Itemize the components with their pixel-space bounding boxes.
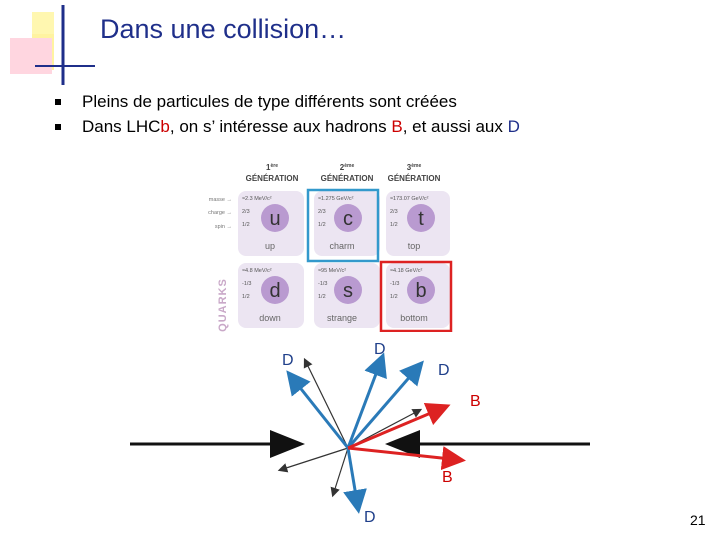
quarks-side-label: QUARKS [217,278,229,332]
row-label-charge: charge → [208,210,232,216]
quark-card-bottom: ≈4.18 GeV/c² -1/3 1/2 b bottom [386,263,450,328]
svg-text:1/2: 1/2 [390,294,398,300]
incoming-beam-left [130,430,305,458]
bullet-text-segment: , et aussi aux [403,117,508,136]
svg-text:2/3: 2/3 [318,209,326,215]
generation-label: GÉNÉRATION [246,174,299,183]
quark-table: 1ère GÉNÉRATION 2ème GÉNÉRATION 3ème GÉN… [208,160,458,332]
svg-text:b: b [415,280,426,302]
svg-text:1/2: 1/2 [318,222,326,228]
svg-text:s: s [343,280,353,302]
svg-text:t: t [418,208,424,230]
bullet-highlight-b: b [160,117,169,136]
bullet-text-segment: Dans LHC [82,117,160,136]
generation-number: 1ère [266,163,278,172]
b-meson-arrows [348,407,460,460]
corner-decoration [0,0,100,90]
svg-text:c: c [343,208,353,230]
page-number: 21 [690,512,706,528]
label-d-top-mid: D [374,341,386,358]
slide-title: Dans une collision… [100,14,346,45]
generation-number: 2ème [340,163,355,172]
svg-text:u: u [269,208,280,230]
svg-text:1/2: 1/2 [390,222,398,228]
generation-label: GÉNÉRATION [388,174,441,183]
label-d-top-left: D [282,352,294,369]
quark-card-charm: ≈1.275 GeV/c² 2/3 1/2 c charm [314,191,380,256]
svg-text:up: up [265,241,275,251]
row-label-spin: spin → [215,224,232,230]
svg-text:-1/3: -1/3 [242,281,251,287]
svg-text:≈4.18 GeV/c²: ≈4.18 GeV/c² [390,268,423,274]
bullet-highlight-B: B [391,117,402,136]
svg-text:≈4.8 MeV/c²: ≈4.8 MeV/c² [242,268,272,274]
quark-card-down: ≈4.8 MeV/c² -1/3 1/2 d down [238,263,304,328]
svg-text:1/2: 1/2 [318,294,326,300]
label-d-bottom: D [364,509,376,526]
svg-text:≈95 MeV/c²: ≈95 MeV/c² [318,268,346,274]
row-label-mass: masse → [209,197,232,203]
svg-text:top: top [408,241,421,251]
svg-text:d: d [269,280,280,302]
svg-text:-1/3: -1/3 [318,281,327,287]
quark-card-top: ≈173.07 GeV/c² 2/3 1/2 t top [386,191,450,256]
quark-card-up: ≈2.3 MeV/c² 2/3 1/2 u up [238,191,304,256]
svg-text:charm: charm [329,241,354,251]
bullet-square-icon [55,99,61,105]
label-d-top-right: D [438,362,450,379]
svg-text:≈173.07 GeV/c²: ≈173.07 GeV/c² [390,196,429,202]
generation-number: 3ème [407,163,422,172]
svg-text:down: down [259,313,281,323]
bullet-text-segment: Pleins de particules de type différents … [82,92,457,111]
svg-text:1/2: 1/2 [242,294,250,300]
label-b-right: B [470,393,481,410]
svg-text:2/3: 2/3 [242,209,250,215]
d-meson-arrows [290,358,420,508]
svg-text:strange: strange [327,313,357,323]
svg-text:≈1.275 GeV/c²: ≈1.275 GeV/c² [318,196,354,202]
bullet-highlight-D: D [508,117,520,136]
collision-diagram: D D D B B D [120,330,600,540]
svg-text:-1/3: -1/3 [390,281,399,287]
generation-label: GÉNÉRATION [321,174,374,183]
label-b-lower: B [442,469,453,486]
svg-text:2/3: 2/3 [390,209,398,215]
bullet-text-segment: , on s’ intéresse aux hadrons [170,117,391,136]
bullet-square-icon [55,124,61,130]
bullet-text: Dans LHCb, on s’ intéresse aux hadrons B… [82,117,520,137]
bullet-text: Pleins de particules de type différents … [82,92,457,112]
svg-text:1/2: 1/2 [242,222,250,228]
svg-text:bottom: bottom [400,313,428,323]
svg-text:≈2.3 MeV/c²: ≈2.3 MeV/c² [242,196,272,202]
quark-card-strange: ≈95 MeV/c² -1/3 1/2 s strange [314,263,380,328]
